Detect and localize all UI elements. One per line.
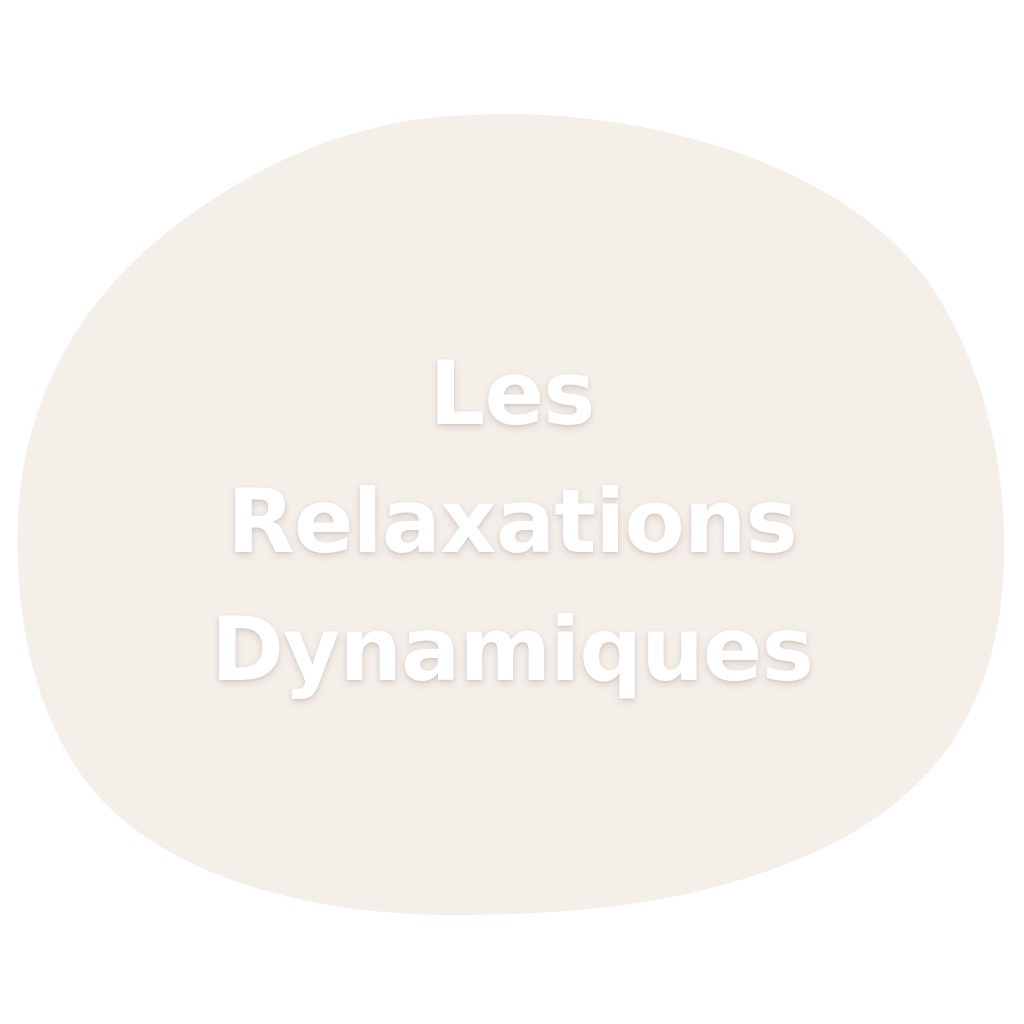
blob-shape xyxy=(17,113,1005,915)
title-line-2: Relaxations xyxy=(227,470,798,573)
title-line-3: Dynamiques xyxy=(210,598,814,701)
title: Les Relaxations Dynamiques xyxy=(0,330,1024,714)
title-line-1: Les xyxy=(429,342,595,445)
